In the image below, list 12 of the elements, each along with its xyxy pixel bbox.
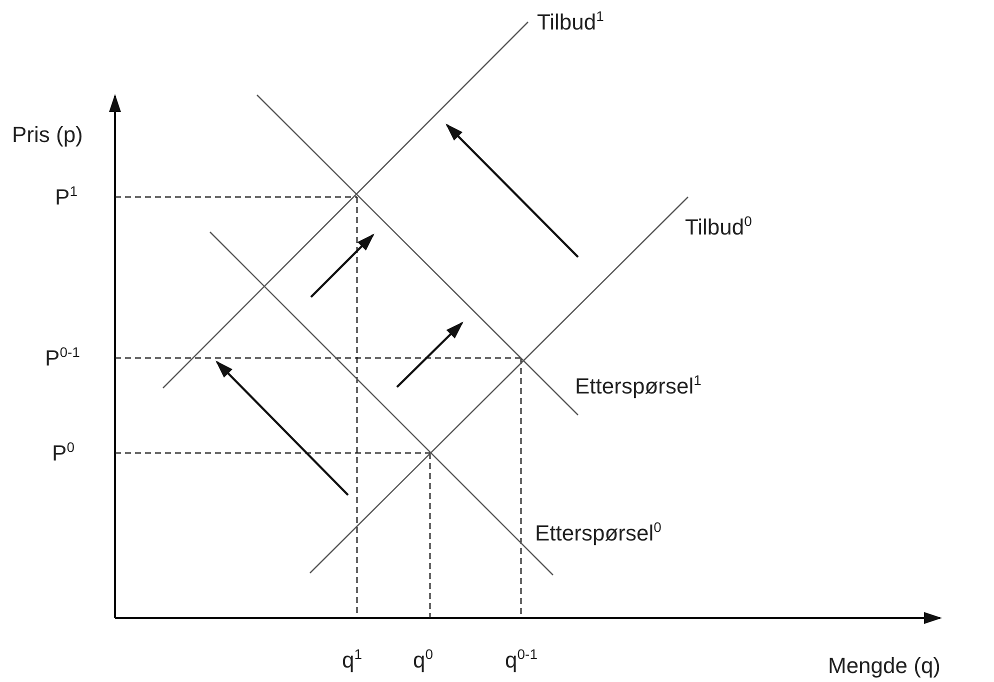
- tick-label: q$^{0}$: [413, 647, 434, 673]
- axis-title: Mengde (q): [828, 654, 941, 678]
- tick-label: P$^{0}$: [52, 440, 74, 466]
- curve-label: Etterspørsel$^{0}$: [535, 520, 662, 546]
- tick-label: P$^{0-1}$: [45, 345, 80, 371]
- curve-label: Tilbud$^{1}$: [537, 9, 604, 35]
- curve-label: Etterspørsel$^{1}$: [575, 373, 702, 399]
- tick-label: q$^{0-1}$: [505, 647, 538, 673]
- tick-label: q$^{1}$: [342, 647, 362, 673]
- tick-label: P$^{1}$: [55, 184, 78, 210]
- axis-title: Pris (p): [12, 122, 83, 148]
- curve-label: Tilbud$^{0}$: [685, 214, 752, 240]
